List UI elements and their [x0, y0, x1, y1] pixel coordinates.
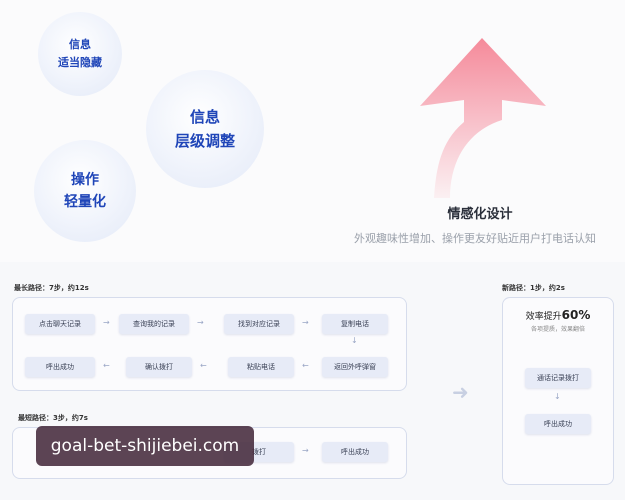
arrow-left-icon: ← — [302, 361, 309, 370]
top-area: 信息 适当隐藏 信息 层级调整 操作 轻量化 情感化设计 外观趣味性增加、操作更… — [34, 12, 596, 245]
arrow-right-icon: → — [197, 318, 204, 327]
flow-node: 通话记录拨打 — [525, 368, 591, 388]
watermark: goal-bet-shijiebei.com — [36, 426, 254, 466]
bubble-line: 层级调整 — [174, 132, 235, 150]
flow-node: 粘贴电话 — [228, 357, 294, 377]
shortest-path-label: 最短路径：3步，约7s — [18, 414, 88, 422]
arrow-right-icon: → — [302, 446, 309, 455]
arrow-right-icon: → — [103, 318, 110, 327]
flow-node: 呼出成功 — [525, 414, 591, 434]
bubble-line: 适当隐藏 — [58, 56, 102, 69]
flow-node: 呼出成功 — [25, 357, 95, 377]
longest-path-box: 点击聊天记录 → 查询我的记录 → 找到对应记录 → 复制电话 ↓ 呼出成功 ←… — [12, 297, 407, 391]
transition-arrow-icon: ➜ — [452, 380, 469, 404]
bubble-line: 轻量化 — [64, 194, 106, 210]
bubble-info-level: 信息 层级调整 — [146, 70, 264, 188]
longest-path-label: 最长路径：7步，约12s — [14, 284, 89, 292]
flow-node: 呼出成功 — [322, 442, 388, 462]
flow-node: 点击聊天记录 — [25, 314, 95, 334]
arrow-left-icon: ← — [103, 361, 110, 370]
bubble-info-hide: 信息 适当隐藏 — [38, 12, 122, 96]
arrow-down-icon: ↓ — [351, 336, 358, 345]
flow-node: 复制电话 — [322, 314, 388, 334]
arrow-left-icon: ← — [200, 361, 207, 370]
new-path-phone: 效率提升60% 各项提质，效果翻倍 通话记录拨打 ↓ 呼出成功 — [502, 297, 614, 485]
efficiency-subtitle: 各项提质，效果翻倍 — [530, 326, 585, 333]
bubble-line: 信息 — [69, 38, 91, 51]
emotion-title: 情感化设计 — [447, 207, 513, 222]
flow-node: 确认拨打 — [126, 357, 192, 377]
arrow-right-icon: → — [302, 318, 309, 327]
flow-node: 查询我的记录 — [119, 314, 189, 334]
efficiency-percent: 60% — [561, 308, 591, 322]
efficiency-title: 效率提升60% — [503, 308, 613, 322]
flow-node: 返回外呼弹窗 — [322, 357, 388, 377]
bubble-line: 操作 — [71, 172, 99, 188]
bubble-lightweight: 操作 轻量化 — [34, 140, 136, 242]
arrow-down-icon: ↓ — [554, 392, 561, 401]
new-path-label: 新路径：1步，约2s — [502, 284, 565, 292]
bubble-line: 信息 — [189, 108, 220, 126]
curved-up-arrow-icon — [420, 38, 546, 198]
emotion-desc: 外观趣味性增加、操作更友好贴近用户打电话认知 — [354, 232, 596, 245]
efficiency-prefix: 效率提升 — [525, 312, 562, 322]
flow-node: 找到对应记录 — [224, 314, 294, 334]
